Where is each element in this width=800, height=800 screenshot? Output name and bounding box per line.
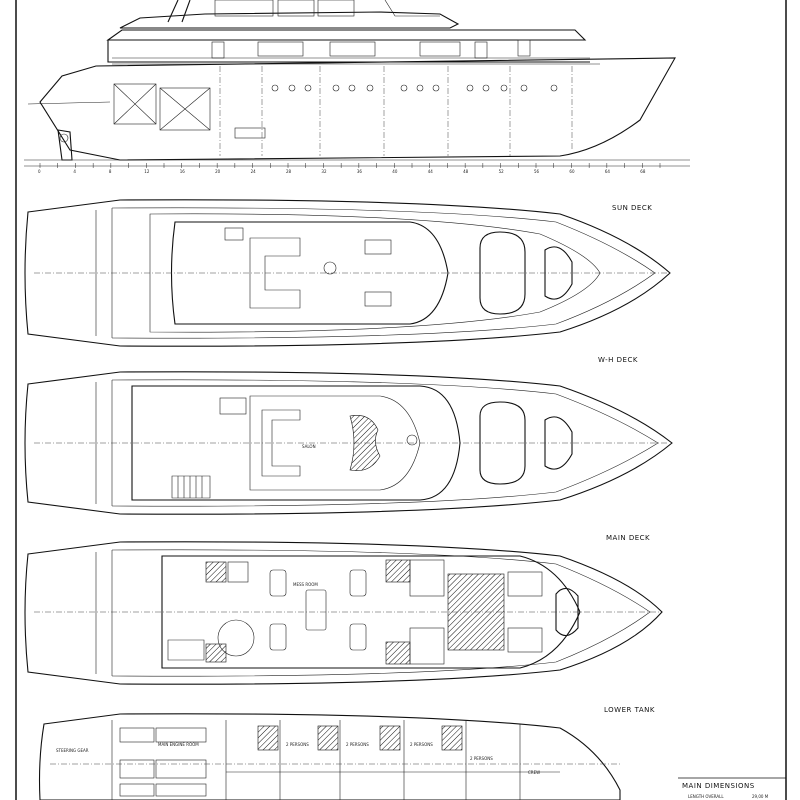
lower-tank-title: LOWER TANK bbox=[604, 706, 655, 714]
station-number: 32 bbox=[321, 169, 327, 174]
dimensions-title: MAIN DIMENSIONS bbox=[682, 782, 755, 790]
sun-deck-plan bbox=[24, 199, 671, 347]
station-number: 40 bbox=[392, 169, 398, 174]
mess-room-label: MESS ROOM bbox=[293, 582, 318, 587]
station-number: 20 bbox=[215, 169, 221, 174]
station-number: 0 bbox=[38, 169, 41, 174]
salon-label: SALON bbox=[302, 444, 316, 449]
dining-tables bbox=[269, 569, 367, 651]
station-number: 56 bbox=[534, 169, 540, 174]
sun-deck-title: SUN DECK bbox=[612, 204, 652, 212]
station-number: 44 bbox=[428, 169, 434, 174]
station-number: 24 bbox=[251, 169, 257, 174]
station-number: 28 bbox=[286, 169, 292, 174]
main-deck-plan: MESS ROOM bbox=[24, 541, 663, 685]
station-number: 4 bbox=[73, 169, 76, 174]
crew-label: CREW bbox=[528, 770, 540, 775]
station-number: 60 bbox=[569, 169, 575, 174]
sheet-border bbox=[15, 0, 787, 800]
cabin-label-2: 2 PERSONS bbox=[346, 742, 369, 747]
lower-tank-plan: STEERING GEAR MAIN ENGINE ROOM 2 PERSONS… bbox=[38, 713, 621, 800]
station-number: 8 bbox=[109, 169, 112, 174]
porthole-row bbox=[271, 84, 558, 92]
length-overall-label: LENGTH OVERALL bbox=[688, 794, 724, 799]
station-number: 16 bbox=[180, 169, 186, 174]
station-number: 52 bbox=[499, 169, 505, 174]
engine-room-label: MAIN ENGINE ROOM bbox=[158, 742, 199, 747]
station-number: 48 bbox=[463, 169, 469, 174]
station-number: 64 bbox=[605, 169, 611, 174]
station-number: 68 bbox=[640, 169, 646, 174]
wh-deck-title: W-H DECK bbox=[598, 356, 638, 364]
station-number: 36 bbox=[357, 169, 363, 174]
station-number: 12 bbox=[144, 169, 150, 174]
length-overall-value: 29,00 M bbox=[752, 794, 769, 799]
main-deck-title: MAIN DECK bbox=[606, 534, 650, 542]
profile-view bbox=[24, 0, 690, 167]
dimensions-block: MAIN DIMENSIONS LENGTH OVERALL 29,00 M bbox=[678, 777, 786, 799]
cabin-label-3: 2 PERSONS bbox=[410, 742, 433, 747]
cabin-label-1: 2 PERSONS bbox=[286, 742, 309, 747]
wh-deck-plan: SALON bbox=[24, 371, 673, 515]
steering-gear-label: STEERING GEAR bbox=[56, 748, 89, 753]
cabin-label-4: 2 PERSONS bbox=[470, 756, 493, 761]
